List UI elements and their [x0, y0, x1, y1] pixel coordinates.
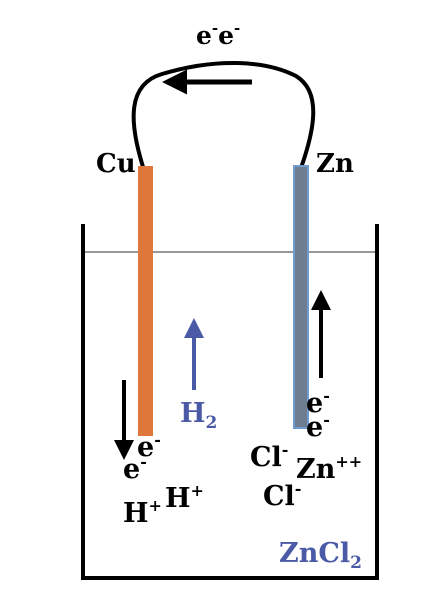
wire-electron-2: e [218, 21, 234, 50]
anode-electron-bottom: e- [306, 410, 330, 443]
wire-electron-1: e [196, 21, 212, 50]
chloride-ion-2: Cl- [263, 479, 301, 512]
hydrogen-ion-2: H+ [165, 481, 204, 514]
cathode-electron-top: e- [137, 430, 161, 463]
wire-electron-label: e-e- [196, 19, 240, 50]
hydrogen-gas-label: H2 [180, 398, 217, 433]
copper-electrode-label: Cu [96, 149, 136, 179]
beaker-outline [81, 224, 379, 580]
wire-electron-2-charge: - [234, 19, 240, 37]
solution-label: ZnCl2 [279, 538, 362, 573]
zinc-electrode-label: Zn [316, 149, 354, 179]
zinc-ion-label: Zn++ [296, 452, 362, 485]
cathode-electron-bottom: e- [123, 452, 147, 485]
chloride-ion-1: Cl- [250, 440, 288, 473]
zinc-electrode [293, 165, 309, 429]
external-wire [131, 61, 316, 172]
wire-electron-1-charge: - [212, 19, 218, 37]
anode-electron-top: e- [306, 386, 330, 419]
hydrogen-ion-1: H+ [123, 496, 162, 529]
copper-electrode [138, 166, 153, 436]
